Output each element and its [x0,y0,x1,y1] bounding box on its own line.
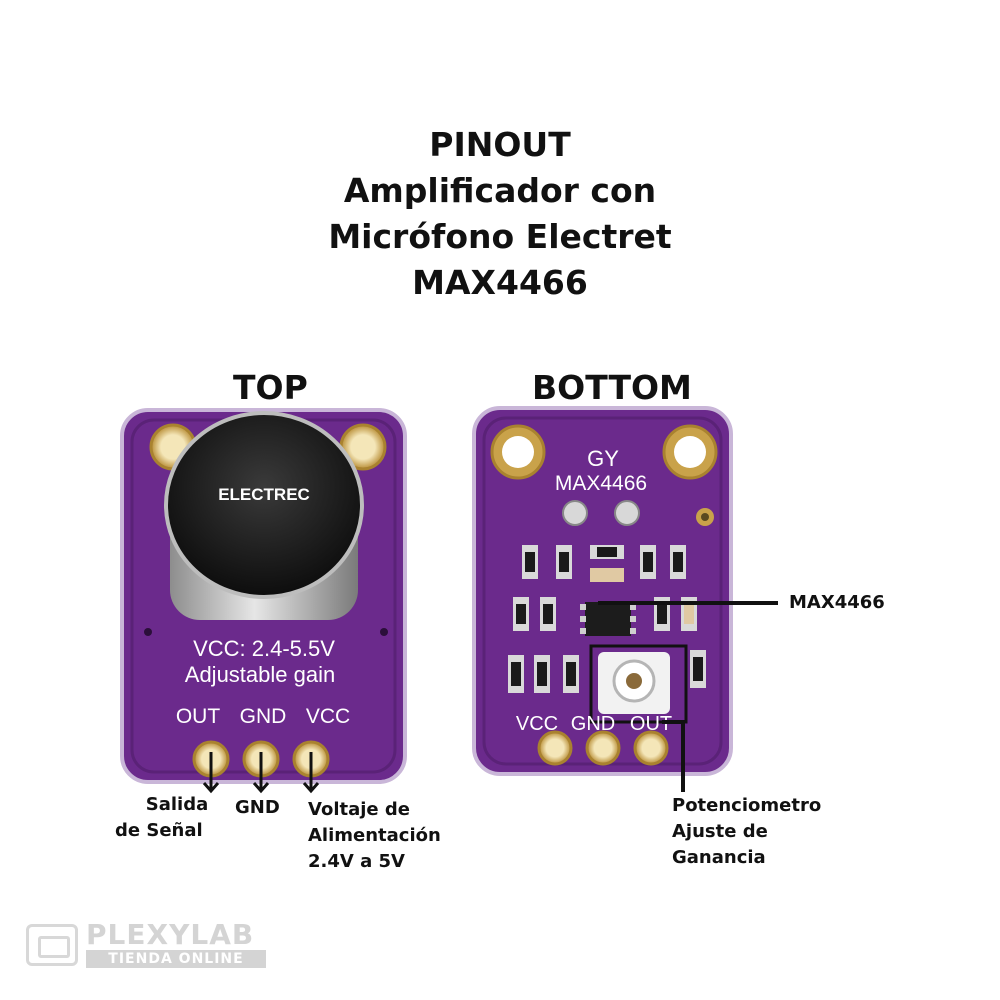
chip-icon [580,602,636,636]
top-silk-gain: Adjustable gain [185,662,335,687]
callout-vcc-line-2: Alimentación [308,825,441,846]
watermark: PLEXYLAB TIENDA ONLINE [26,920,266,972]
bottom-silk-model: MAX4466 [555,472,647,495]
smd-components [508,545,706,693]
bottom-silk-gy: GY [587,446,619,471]
top-board: ELECTREC VCC: 2.4-5.5V Adjustable gain O… [120,408,407,794]
bottom-pin-label-gnd: GND [571,713,615,735]
bottom-pin-label-out: OUT [630,713,672,735]
title-line-3: Micrófono Electret [328,217,672,256]
title-line-2: Amplificador con [343,171,657,210]
page-title: PINOUT Amplificador con Micrófono Electr… [0,122,1000,306]
callout-pot: Potenciometro Ajuste de Ganancia [672,793,837,871]
top-silk-vcc: VCC: 2.4-5.5V [193,636,335,661]
bottom-board: GY MAX4466 [472,406,733,776]
mic-label: ELECTREC [218,485,310,504]
callout-vcc: Voltaje de Alimentación 2.4V a 5V [308,797,441,875]
bottom-heading: BOTTOM [532,368,692,407]
callout-out: Salida [137,792,217,818]
callout-vcc-line-3: 2.4V a 5V [308,851,405,872]
callout-gnd: GND [235,797,280,818]
brand-logo-icon [26,924,78,966]
microphone-icon [164,411,364,620]
top-pin-label-out: OUT [176,705,221,728]
callout-out-2: de Señal [115,818,203,844]
watermark-sub: TIENDA ONLINE [86,950,266,968]
callout-lines [598,601,778,792]
callout-out-line-2: de Señal [115,820,203,841]
top-pin-label-gnd: GND [240,705,287,728]
arrow-down-icon [202,752,320,794]
pin-pad-icon [633,730,669,766]
callout-vcc-line-1: Voltaje de [308,799,410,820]
callout-pot-line-1: Potenciometro [672,795,822,816]
bottom-pin-label-vcc: VCC [516,713,558,735]
watermark-brand: PLEXYLAB [86,918,255,951]
title-line-4: MAX4466 [412,263,588,302]
pin-pad-icon [537,730,573,766]
top-heading: TOP [233,368,308,407]
callout-chip: MAX4466 [789,592,885,613]
callout-pot-line-2: Ajuste de [672,821,768,842]
callout-out-line-1: Salida [145,794,209,815]
title-line-1: PINOUT [429,125,571,164]
top-pin-label-vcc: VCC [306,705,350,728]
pin-pad-icon [585,730,621,766]
callout-pot-line-3: Ganancia [672,847,766,868]
potentiometer-icon [589,644,688,724]
